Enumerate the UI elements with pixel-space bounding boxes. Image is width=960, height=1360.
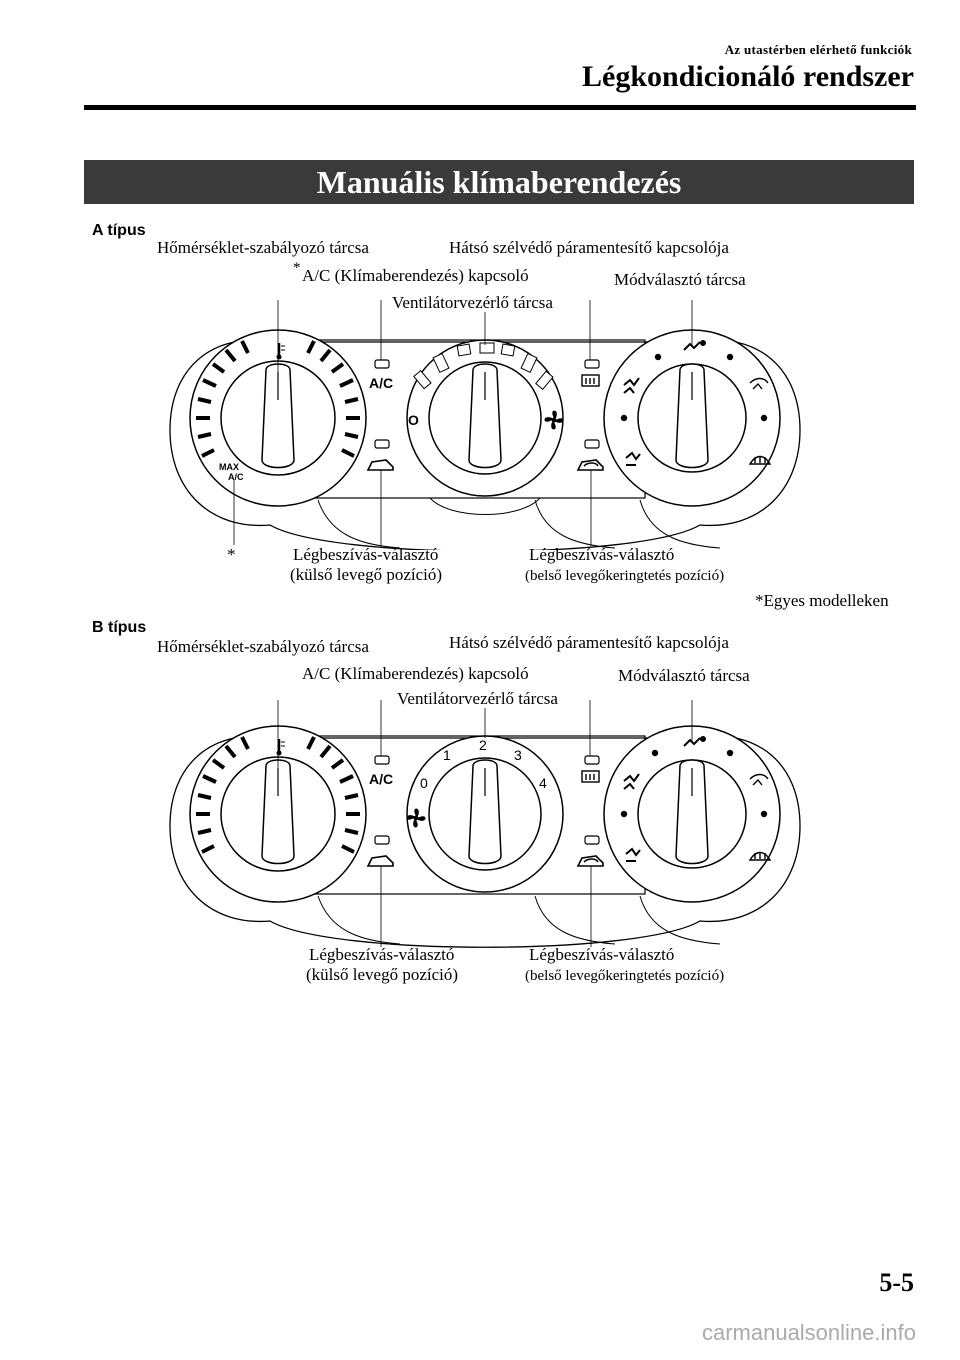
- type-b-rear-defrost-button[interactable]: [581, 755, 600, 783]
- type-b-callout-intake-fresh-2: (külső levegő pozíció): [306, 965, 459, 984]
- page-number: 5-5: [879, 1268, 914, 1297]
- type-b-fan-dial[interactable]: 0 1 2 3 4: [406, 708, 564, 893]
- vent-face-icon: [683, 736, 706, 747]
- type-a-fan-dial[interactable]: O: [406, 312, 564, 497]
- vent-feet-icon: [625, 847, 641, 862]
- type-b-ac-label: A/C: [369, 771, 393, 787]
- watermark: carmanualsonline.info: [701, 1320, 916, 1345]
- type-b-callout-lines: [277, 700, 592, 947]
- vent-bilevel-icon: [623, 773, 640, 790]
- type-a-max-ac-label: A/C: [228, 472, 244, 482]
- type-b-fresh-air-button[interactable]: [366, 835, 394, 867]
- recirculate-car-icon: [576, 855, 604, 867]
- type-a-callout-intake-recirc-2: (belső levegőkeringtetés pozíció): [525, 568, 725, 584]
- fan-speed-0: 0: [420, 775, 428, 791]
- type-a-ac-asterisk: *: [293, 260, 301, 276]
- chapter-title: Légkondicionáló rendszer: [582, 60, 914, 93]
- vent-feet-icon: [625, 451, 641, 466]
- fresh-air-car-icon: [366, 855, 394, 867]
- header-rule: [84, 105, 916, 110]
- type-a-ac-button[interactable]: A/C: [369, 359, 393, 391]
- type-a-callout-intake-fresh-1: Légbeszívás-választó: [293, 545, 439, 564]
- fresh-air-car-icon: [366, 459, 394, 471]
- type-a-fan-speed-segments: [413, 342, 554, 391]
- front-defrost-icon: [748, 455, 772, 465]
- type-b-control-panel: A/C 0 1 2 3 4: [169, 700, 801, 948]
- type-b-callout-mode-dial: Módválasztó tárcsa: [618, 666, 750, 685]
- type-a-max-label: MAX: [219, 462, 239, 472]
- type-a-ac-label: A/C: [369, 375, 393, 391]
- type-a-callout-mode-dial: Módválasztó tárcsa: [614, 270, 746, 289]
- type-a-fresh-air-button[interactable]: [366, 439, 394, 471]
- type-a-mode-dial[interactable]: [603, 300, 781, 507]
- rear-defrost-icon: [581, 770, 600, 783]
- type-b-recirculate-button[interactable]: [576, 835, 604, 867]
- type-b-label: B típus: [92, 619, 147, 636]
- type-a-callout-intake-recirc-1: Légbeszívás-választó: [529, 545, 675, 564]
- type-b-callout-intake-fresh-1: Légbeszívás-választó: [309, 945, 455, 964]
- type-b-callout-fan-dial: Ventilátorvezérlő tárcsa: [397, 689, 558, 708]
- type-b-ac-button[interactable]: A/C: [369, 755, 393, 787]
- type-a-callout-lines: [277, 300, 592, 546]
- type-a-callout-temp-dial: Hőmérséklet-szabályozó tárcsa: [157, 238, 369, 257]
- type-b-fan-speed-labels: 0 1 2 3 4: [420, 737, 547, 791]
- fan-speed-3: 3: [514, 747, 522, 763]
- type-a-temp-scale-ticks: [196, 340, 360, 458]
- chapter-subtitle: Az utastérben elérhető funkciók: [724, 42, 912, 57]
- type-a-rear-defrost-button[interactable]: [581, 359, 600, 387]
- fan-icon: [544, 410, 564, 430]
- type-a-temperature-dial[interactable]: MAX A/C: [189, 329, 367, 545]
- section-banner: Manuális klímaberendezés: [84, 160, 914, 204]
- fan-icon: [406, 808, 426, 828]
- type-b-mode-dots: [620, 749, 768, 818]
- type-b-mode-dial[interactable]: [603, 700, 781, 903]
- vent-feet-defrost-icon: [749, 773, 769, 786]
- vent-feet-defrost-icon: [749, 377, 769, 390]
- type-a-control-panel: MAX A/C A/C O: [169, 300, 801, 550]
- fan-speed-1: 1: [443, 747, 451, 763]
- type-a-callout-intake-fresh-2: (külső levegő pozíció): [290, 565, 443, 584]
- type-a-mode-dots: [620, 353, 768, 422]
- type-b-callout-intake-recirc-2: (belső levegőkeringtetés pozíció): [525, 968, 725, 984]
- type-a-callout-ac-switch: A/C (Klímaberendezés) kapcsoló: [302, 266, 529, 285]
- type-a-label: A típus: [92, 222, 146, 239]
- recirculate-car-icon: [576, 459, 604, 471]
- front-defrost-icon: [748, 851, 772, 861]
- type-a-max-ac-asterisk: *: [227, 545, 236, 564]
- type-b-callout-ac-switch: A/C (Klímaberendezés) kapcsoló: [302, 664, 529, 683]
- type-b-callout-intake-recirc-1: Légbeszívás-választó: [529, 945, 675, 964]
- vent-bilevel-icon: [623, 377, 640, 394]
- type-a-recirculate-button[interactable]: [576, 439, 604, 471]
- type-b-temp-scale-ticks: [196, 736, 360, 854]
- type-a-callout-fan-dial: Ventilátorvezérlő tárcsa: [392, 293, 553, 312]
- vent-face-icon: [683, 340, 706, 351]
- type-a-footnote: *Egyes modelleken: [755, 591, 889, 610]
- rear-defrost-icon: [581, 374, 600, 387]
- type-a-callout-rear-defrost: Hátsó szélvédő páramentesítő kapcsolója: [449, 238, 729, 257]
- type-a-fan-off-label: O: [408, 412, 419, 428]
- fan-speed-4: 4: [539, 775, 547, 791]
- type-b-callout-rear-defrost: Hátsó szélvédő páramentesítő kapcsolója: [449, 633, 729, 652]
- fan-speed-2: 2: [479, 737, 487, 753]
- type-b-callout-temp-dial: Hőmérséklet-szabályozó tárcsa: [157, 637, 369, 656]
